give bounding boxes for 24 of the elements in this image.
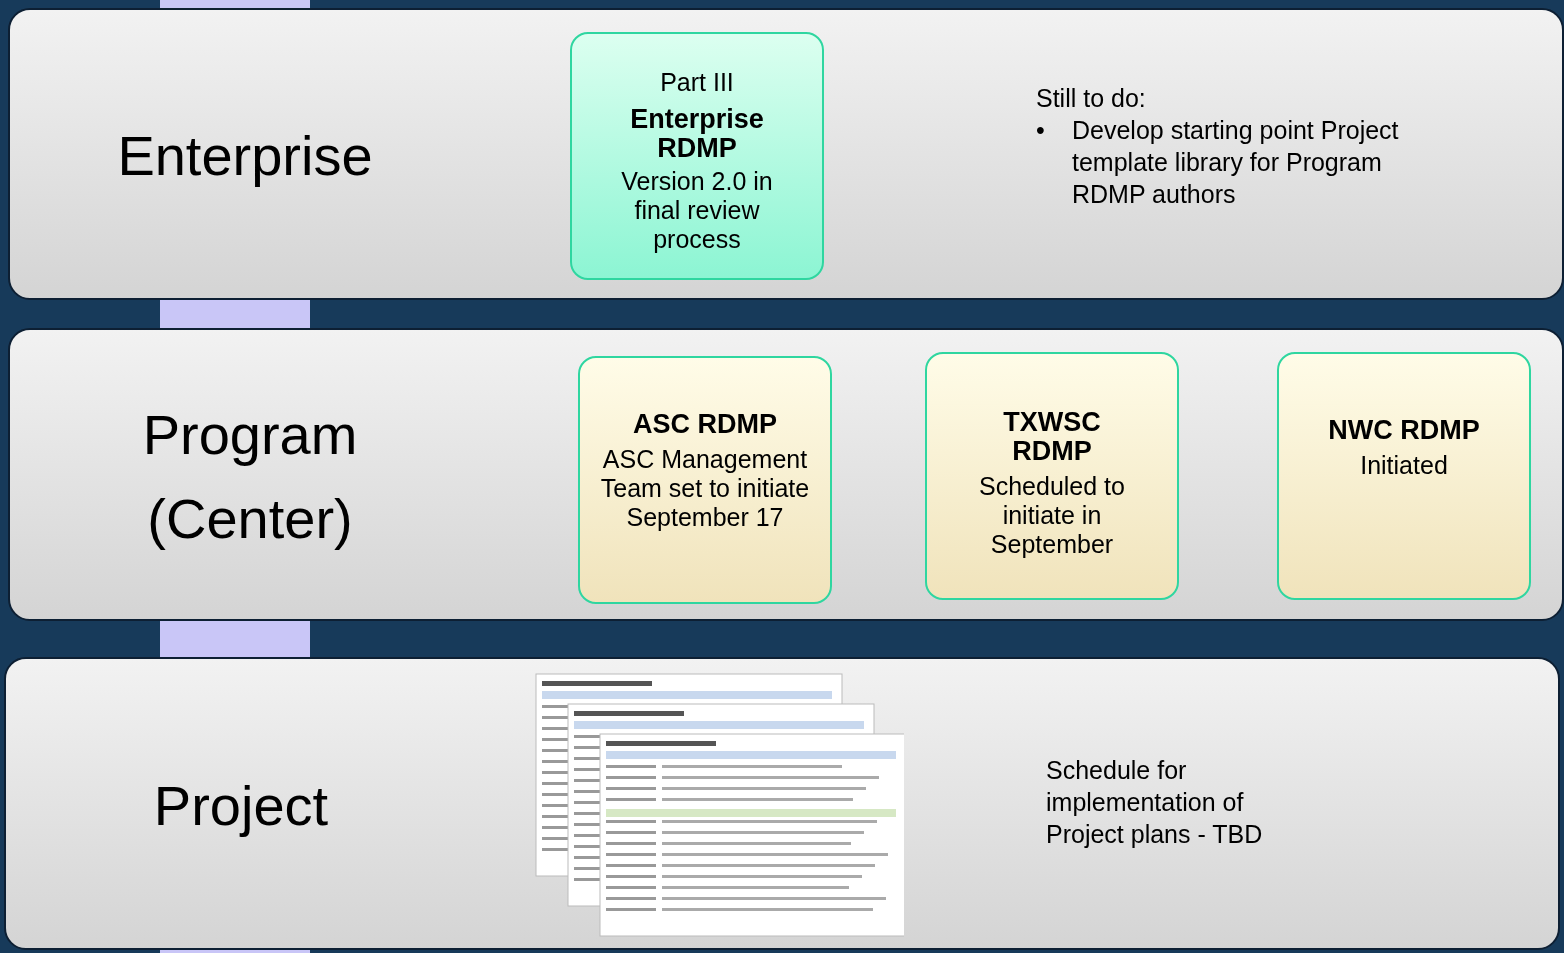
box-text: Part III	[659, 68, 735, 97]
level-title: Project	[152, 772, 330, 839]
level-title: Program (Center)	[141, 401, 359, 552]
box-text: Initiated	[1359, 451, 1449, 480]
level-band	[4, 657, 1560, 950]
box-heading: Enterprise RDMP	[629, 105, 765, 163]
stage-box	[1277, 352, 1531, 600]
box-heading: NWC RDMP	[1327, 416, 1481, 445]
box-text: ASC Management Team set to initiate September 17	[599, 445, 811, 532]
note-heading: Still to do:	[1036, 83, 1146, 114]
box-text: Version 2.0 in final review process	[620, 167, 774, 254]
box-heading: TXWSC RDMP	[1002, 408, 1102, 466]
stage-box	[925, 352, 1179, 600]
bullet-marker: •	[1036, 115, 1045, 146]
bullet-item: Develop starting point Project template library for Program RDMP authors	[1072, 115, 1400, 210]
level-band	[8, 8, 1564, 300]
note-text: Schedule for implementation of Project plans - TBD	[1046, 755, 1264, 850]
stage-box	[570, 32, 824, 280]
box-text: Scheduled to initiate in September	[978, 472, 1126, 559]
level-title: Enterprise	[116, 123, 374, 189]
document-stack-drawing	[532, 673, 904, 937]
stage-box	[578, 356, 832, 604]
box-heading: ASC RDMP	[632, 410, 778, 439]
level-band	[8, 328, 1564, 621]
